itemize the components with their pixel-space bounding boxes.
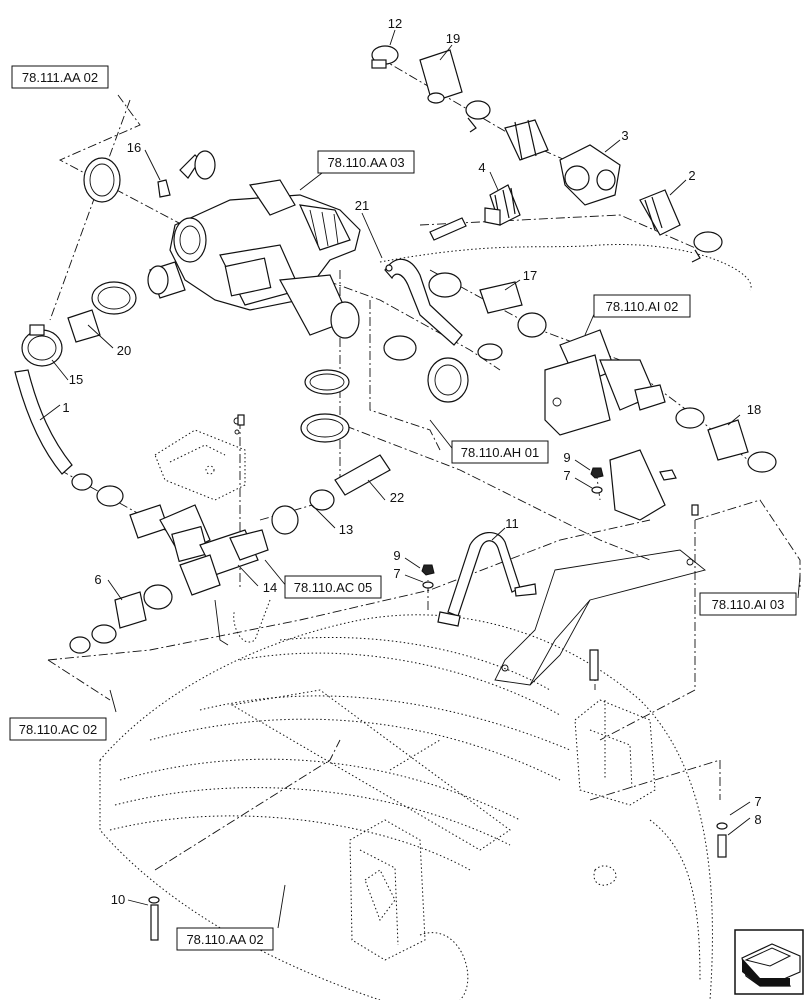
hose-1 (14, 369, 124, 507)
callout-14: 14 (263, 580, 277, 595)
callout-9-upper: 9 (563, 450, 570, 465)
callout-16: 16 (127, 140, 141, 155)
callout-10: 10 (111, 892, 125, 907)
callout-7-lower: 7 (393, 566, 400, 581)
ref-78-110-ai-02[interactable]: 78.110.AI 02 (593, 294, 691, 318)
svg-text:78.110.AA 03: 78.110.AA 03 (327, 155, 404, 170)
manifold-valve-group (21, 150, 503, 443)
ref-78-110-ac-02[interactable]: 78.110.AC 02 (9, 717, 107, 741)
tank-outline (99, 614, 713, 1000)
valve-mount-bracket (154, 417, 246, 501)
svg-text:78.110.AI 02: 78.110.AI 02 (606, 299, 679, 314)
assembly-centerlines (47, 57, 801, 871)
svg-text:78.110.AH 01: 78.110.AH 01 (461, 445, 540, 460)
fasteners (148, 414, 728, 941)
callout-21: 21 (355, 198, 369, 213)
callout-6: 6 (94, 572, 101, 587)
svg-text:78.110.AI 03: 78.110.AI 03 (712, 597, 785, 612)
ref-78-110-aa-03[interactable]: 78.110.AA 03 (317, 150, 415, 174)
svg-text:78.110.AA 02: 78.110.AA 02 (186, 932, 263, 947)
right-pump-module (428, 272, 777, 521)
callout-9-lower: 9 (393, 548, 400, 563)
callout-7-upper: 7 (563, 468, 570, 483)
callout-4: 4 (478, 160, 485, 175)
leader-lines (39, 29, 801, 929)
svg-text:78.110.AC 02: 78.110.AC 02 (19, 722, 98, 737)
top-fittings-group (371, 45, 723, 263)
callout-1: 1 (62, 400, 69, 415)
reference-boxes: 78.111.AA 02 78.110.AA 03 78.110.AI 02 7… (9, 65, 797, 951)
callout-22: 22 (390, 490, 404, 505)
ref-78-110-ah-01[interactable]: 78.110.AH 01 (451, 440, 549, 464)
callout-13: 13 (339, 522, 353, 537)
callout-labels: 12 19 3 4 2 16 21 17 20 15 1 18 9 7 11 2… (62, 16, 761, 907)
callout-3: 3 (621, 128, 628, 143)
svg-text:78.111.AA 02: 78.111.AA 02 (22, 70, 98, 85)
callout-8: 8 (754, 812, 761, 827)
callout-17: 17 (523, 268, 537, 283)
lower-valve-group (69, 454, 391, 654)
long-bracket (494, 549, 706, 686)
ref-78-110-aa-02[interactable]: 78.110.AA 02 (176, 927, 274, 951)
callout-11: 11 (505, 516, 519, 531)
ref-78-111-aa-02[interactable]: 78.111.AA 02 (11, 65, 109, 89)
ref-78-110-ai-03[interactable]: 78.110.AI 03 (699, 592, 797, 616)
tank-brackets (349, 699, 656, 961)
callout-2: 2 (688, 168, 695, 183)
callout-19: 19 (446, 31, 460, 46)
callout-12: 12 (388, 16, 402, 31)
svg-text:78.110.AC 05: 78.110.AC 05 (294, 580, 373, 595)
strap-bracket-11 (437, 532, 537, 627)
callout-7-right: 7 (754, 794, 761, 809)
hose-21 (384, 258, 463, 346)
page-navigation-arrow-icon[interactable] (734, 929, 804, 995)
ref-78-110-ac-05[interactable]: 78.110.AC 05 (284, 575, 382, 599)
callout-20: 20 (117, 343, 131, 358)
callout-15: 15 (69, 372, 83, 387)
callout-18: 18 (747, 402, 761, 417)
